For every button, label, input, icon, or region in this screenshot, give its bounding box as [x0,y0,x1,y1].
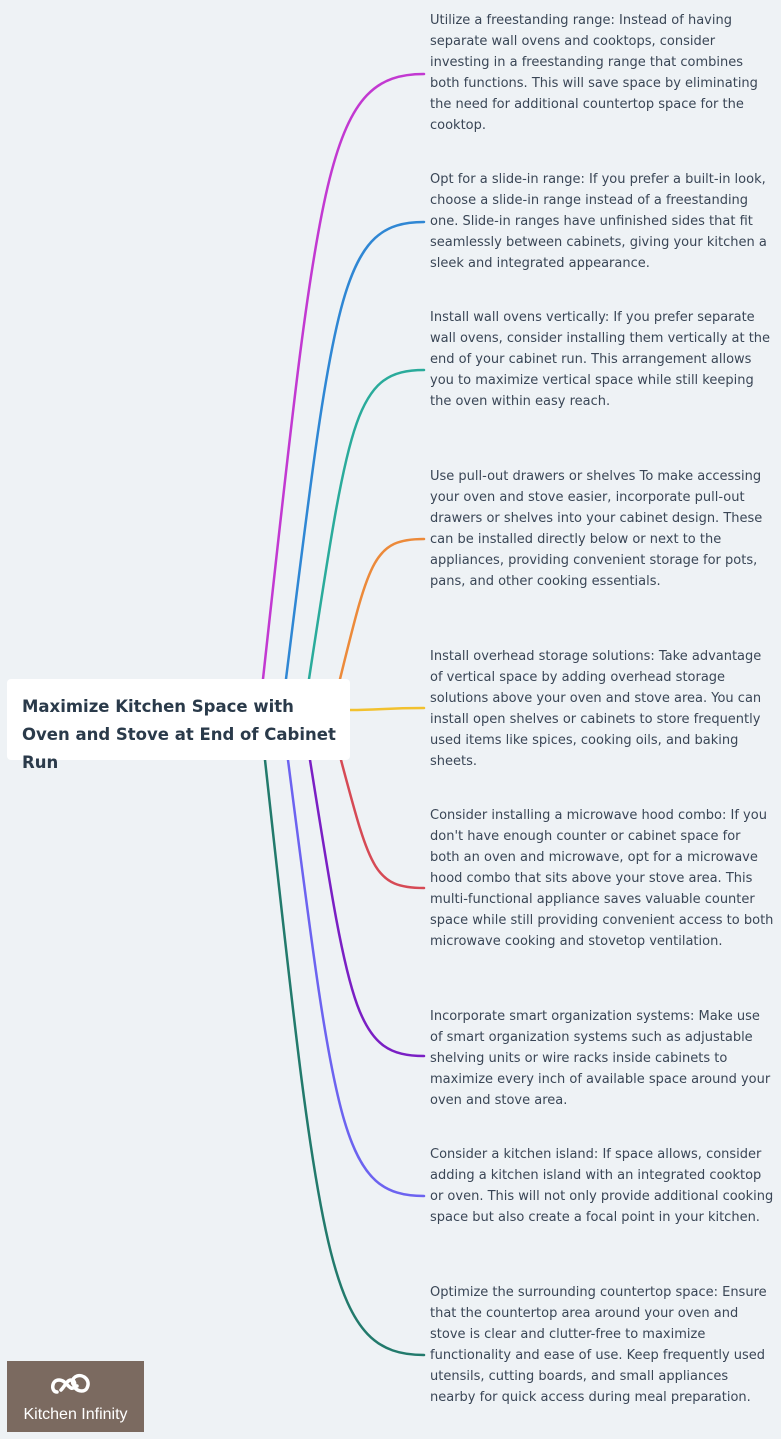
branch-node-microwave-hood-combo[interactable]: Consider installing a microwave hood com… [430,808,774,949]
branch-node-smart-organization[interactable]: Incorporate smart organization systems: … [430,1009,771,1108]
branch-node-wall-ovens-vertical[interactable]: Install wall ovens vertically: If you pr… [430,310,771,409]
branch-node-slide-in-range[interactable]: Opt for a slide-in range: If you prefer … [430,172,767,271]
branch-connector-1 [261,72,426,681]
branch-node-overhead-storage[interactable]: Install overhead storage solutions: Take… [430,649,762,769]
infinity-link-icon [51,1373,90,1394]
branch-node-freestanding-range[interactable]: Utilize a freestanding range: Instead of… [430,13,758,133]
branch-connector-3 [307,368,426,681]
branch-connector-6 [339,758,426,890]
branch-connector-9 [263,758,426,1357]
kitchen-infinity-logo: Kitchen Infinity [7,1361,144,1432]
branch-node-pull-out-drawers[interactable]: Use pull-out drawers or shelves To make … [430,469,763,589]
branch-connector-8 [286,758,426,1198]
branch-node-kitchen-island[interactable]: Consider a kitchen island: If space allo… [430,1147,774,1225]
central-topic[interactable]: Maximize Kitchen Space with Oven and Sto… [7,679,350,772]
branch-connector-7 [308,758,426,1058]
branch-node-countertop-space[interactable]: Optimize the surrounding countertop spac… [430,1285,767,1405]
branch-connector-4 [338,537,426,681]
branch-connector-2 [284,220,426,681]
branch-connector-5 [348,706,426,712]
central-topic-title: Maximize Kitchen Space with Oven and Sto… [22,697,336,772]
logo-text: Kitchen Infinity [23,1406,128,1423]
